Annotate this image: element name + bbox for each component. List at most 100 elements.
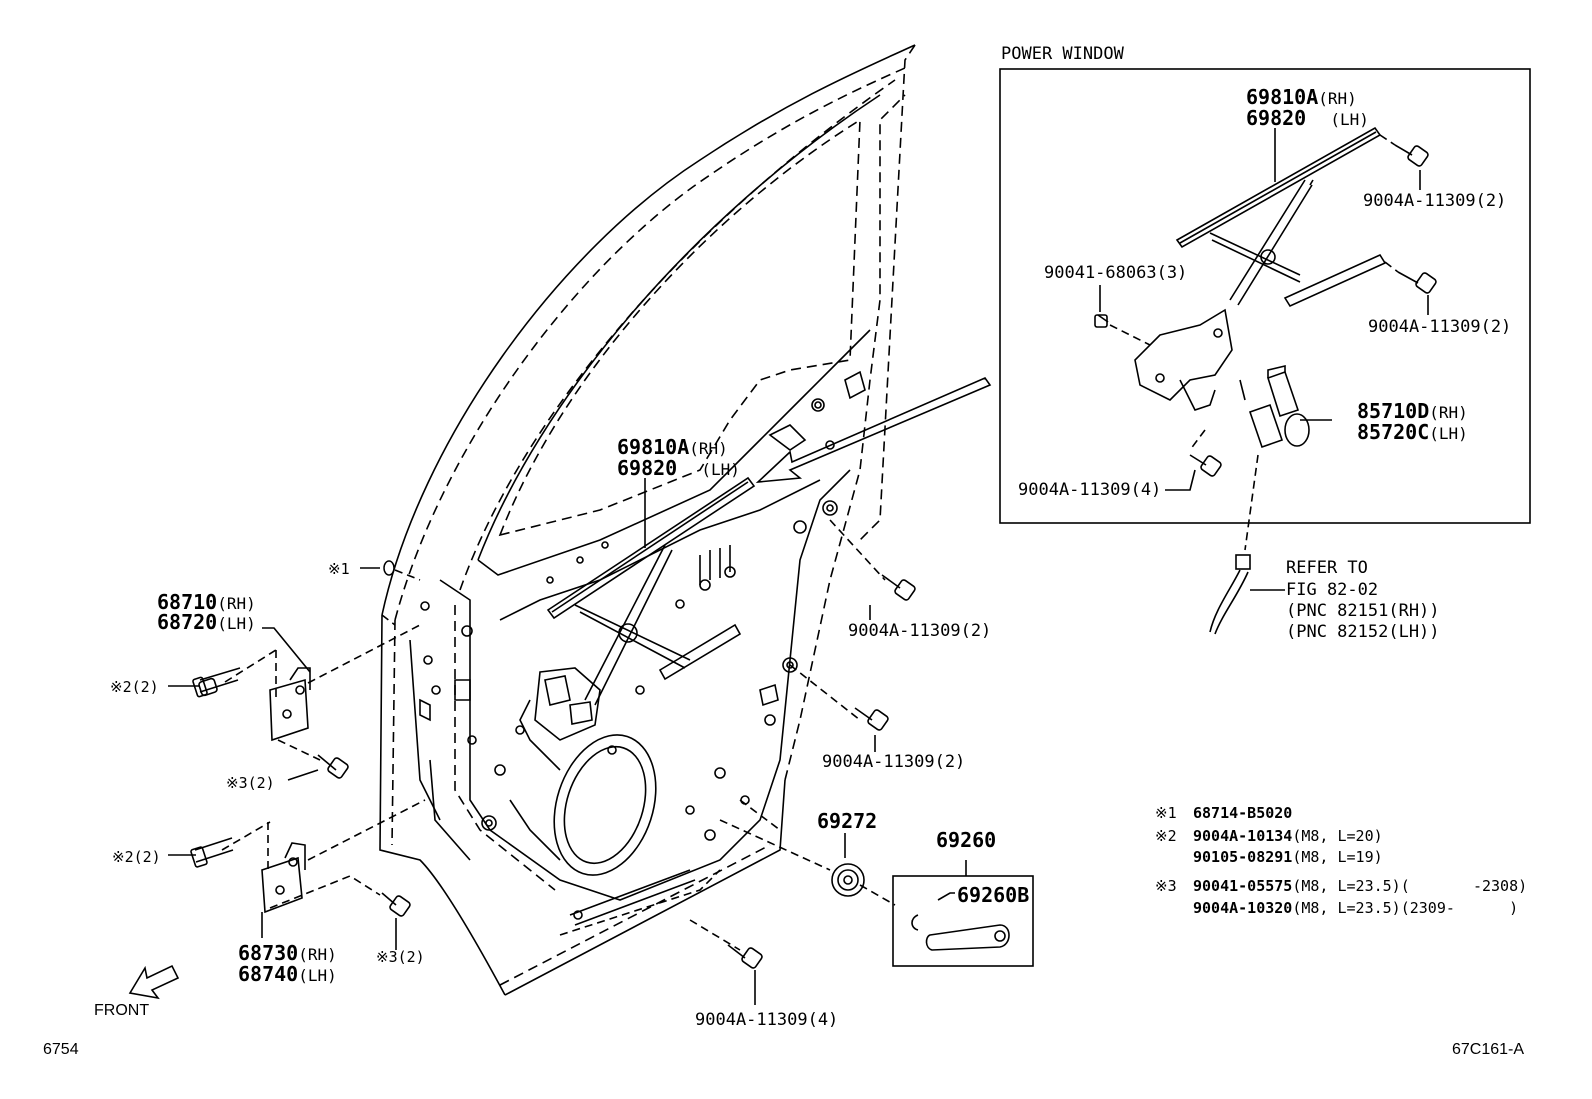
screw-inset-label: 90041-68063(3) [1044,263,1188,283]
mark2-upper-label: ※2(2) [110,678,159,696]
part-number: 85720C [1357,420,1430,444]
note-spec: (M8, L=20) [1292,827,1383,845]
note-mark-2: ※2 [1155,827,1177,845]
note-mark-3: ※3 [1155,877,1177,895]
side-marker: (RH) [298,945,337,964]
part-number: 69820 [1246,106,1307,130]
bolt-door-3-label: 9004A-11309(4) [695,1010,839,1030]
part-number: 68710 [157,590,218,614]
refer-line-1: REFER TO [1286,558,1368,578]
inset-dashes [1109,134,1399,551]
note-mark-1: ※1 [1155,804,1177,822]
inset-leaders [1099,170,1429,491]
bolt-dashes-main [394,519,896,951]
hinge-upper-lh-label: 68720(LH) [157,611,256,635]
cap-label: 69272 [817,809,878,833]
hinge-lower [261,842,306,914]
motor-icon [1248,364,1332,449]
regulator-inset-lh-label: 69820 (LH) [1246,107,1369,131]
bolt-icon [192,667,241,698]
front-direction-arrow [755,377,992,484]
part-number: 68740 [238,962,299,986]
side-marker: (RH) [217,594,256,613]
side-marker: (LH) [1429,424,1468,443]
mark1-callout: ※1 [328,560,350,578]
regulator-main-lh-label: 69820 (LH) [617,457,740,481]
mark1-clip-icon [383,560,395,576]
bolt-door-2-label: 9004A-11309(2) [822,752,966,772]
note-2-line-2: 90105-08291(M8, L=19) [1193,847,1383,867]
regulator-main-rh-label: 69810A(RH) [617,436,728,460]
part-number: 69810A [1246,85,1319,109]
note-part: 9004A-10134 [1193,827,1293,845]
refer-line-4: (PNC 82152(LH)) [1286,622,1440,642]
inset-box [999,68,1531,524]
note-spec: (M8, L=23.5)(2309- ) [1292,899,1519,917]
cap-grommet-icon [831,863,865,897]
hinge-dashes [221,614,426,909]
connector-icon [1209,554,1285,635]
part-number: 68730 [238,941,299,965]
bolt-icon [190,837,234,868]
part-number: 69810A [617,435,690,459]
mark2-lower-label: ※2(2) [112,848,161,866]
figure-number: 6754 [43,1041,79,1058]
regulator-inset-rh-label: 69810A(RH) [1246,86,1357,110]
regulator-main [519,476,756,771]
door-holes [420,398,838,920]
bolt-icon [854,707,889,731]
note-part: 90105-08291 [1193,848,1293,866]
hinge-upper-rh-label: 68710(RH) [157,591,256,615]
bolt-inset-mid-label: 9004A-11309(2) [1368,317,1512,337]
note-spec: (M8, L=19) [1292,848,1383,866]
note-part: 9004A-10320 [1193,899,1293,917]
note-spec: (M8, L=23.5)( -2308) [1292,877,1528,895]
motor-lh-label: 85720C(LH) [1357,421,1468,445]
note-3-line-1: 90041-05575(M8, L=23.5)( -2308) [1193,876,1527,896]
bolt-door-1-label: 9004A-11309(2) [848,621,992,641]
mark3-lower-label: ※3(2) [376,948,425,966]
door-inner-panel [409,469,851,936]
part-number: 85710D [1357,399,1430,423]
handle-set-label: 69260 [936,828,997,852]
note-part: 90041-05575 [1193,877,1293,895]
hinge-lower-rh-label: 68730(RH) [238,942,337,966]
hinge-upper-leader [262,627,311,673]
refer-line-3: (PNC 82151(RH)) [1286,601,1440,621]
door-window-frame [459,79,896,591]
inset-title: POWER WINDOW [1001,44,1124,64]
handle-label: 69260B [957,883,1030,907]
hinge-upper [269,667,311,742]
bolt-icon [727,944,763,969]
note-3-line-2: 9004A-10320(M8, L=23.5)(2309- ) [1193,898,1518,918]
handle-box [892,860,1034,967]
door-speaker-opening [553,734,657,876]
side-marker: (LH) [217,614,256,633]
side-marker: (RH) [1318,89,1357,108]
bolt-icon [881,574,916,601]
mark3-upper-label: ※3(2) [226,774,275,792]
inset-bolts [1094,144,1437,477]
note-2-line-1: 9004A-10134(M8, L=20) [1193,826,1383,846]
refer-line-2: FIG 82-02 [1286,580,1379,600]
reference-code: 67C161-A [1452,1041,1525,1058]
bolt-icon [317,754,349,779]
door-clips [699,370,866,707]
note-part: 68714-B5020 [1193,804,1293,822]
side-marker: (LH) [1330,110,1369,129]
part-number: 69820 [617,456,678,480]
side-marker: (LH) [298,966,337,985]
note-1-line-1: 68714-B5020 [1193,803,1292,823]
front-label: FRONT [94,1002,150,1019]
side-marker: (RH) [1429,403,1468,422]
door-outer-frame [379,44,916,996]
front-arrow-icon [128,964,180,1000]
bolt-inset-top-label: 9004A-11309(2) [1363,191,1507,211]
motor-rh-label: 85710D(RH) [1357,400,1468,424]
bolt-icon [381,892,411,917]
side-marker: (RH) [689,439,728,458]
side-marker: (LH) [701,460,740,479]
bolt-inset-bottom-label: 9004A-11309(4) [1018,480,1162,500]
hinge-lower-lh-label: 68740(LH) [238,963,337,987]
